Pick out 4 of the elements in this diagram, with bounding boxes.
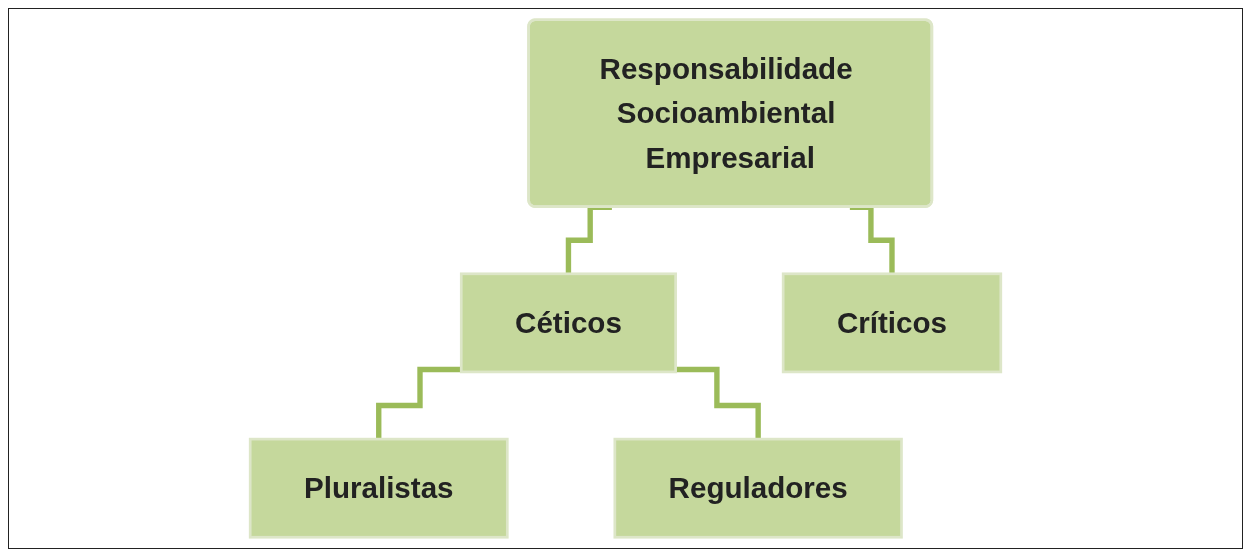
node-box: Críticos xyxy=(781,272,1003,374)
node-box: Pluralistas xyxy=(248,437,509,539)
node-box: Reguladores xyxy=(613,437,903,539)
node-box: Céticos xyxy=(459,272,677,374)
